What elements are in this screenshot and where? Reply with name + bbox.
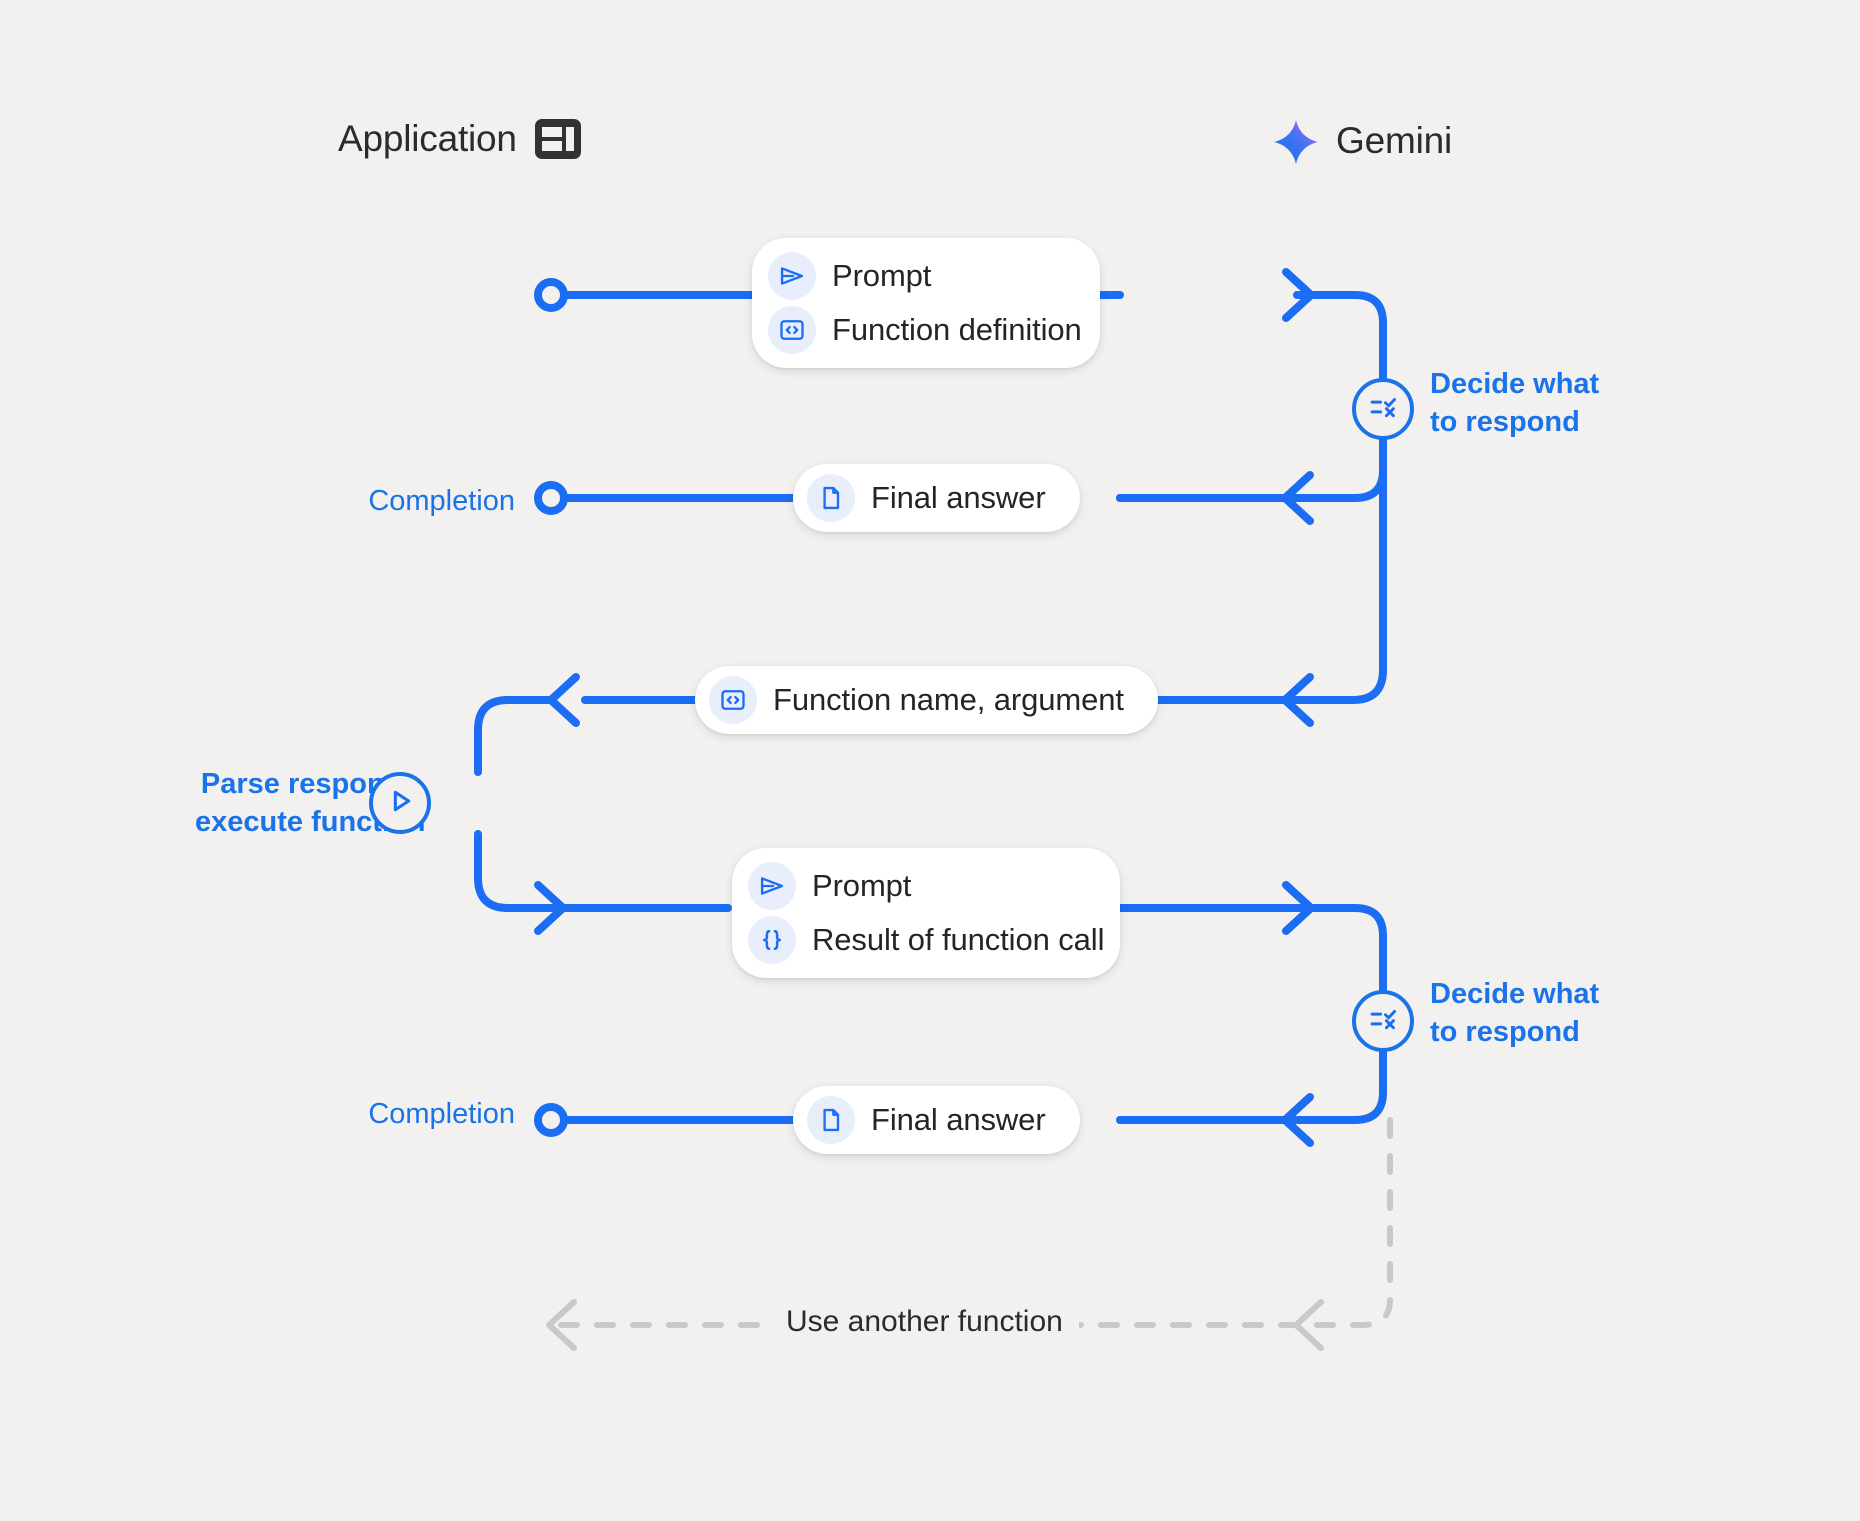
checklist-decide-icon	[1366, 390, 1400, 429]
label-decide-1-line1: Decide what	[1430, 368, 1600, 400]
label-decide-2: Decide what to respond	[1430, 975, 1599, 1052]
column-header-gemini: Gemini	[1272, 118, 1452, 164]
node-execute-function[interactable]	[369, 772, 431, 834]
card-row: Result of function call	[748, 916, 1104, 964]
wire-decide1-down	[1116, 436, 1387, 502]
message-card-prompt-result[interactable]: Prompt Result of function call	[732, 848, 1120, 978]
arrowhead-left-1	[1281, 471, 1314, 525]
card-row-label: Final answer	[871, 480, 1046, 515]
message-card-prompt-function-definition[interactable]: Prompt Function definition	[752, 238, 1100, 368]
arrowhead-right-1	[1282, 268, 1315, 322]
card-row: Prompt	[748, 862, 1086, 910]
label-decide-2-line1: Decide what	[1430, 978, 1600, 1010]
column-header-application: Application	[338, 118, 581, 160]
arrowhead-loop-left-gemini	[1293, 1299, 1324, 1351]
wire-prompt2-into-gemini	[1099, 904, 1387, 994]
label-completion-2: Completion	[368, 1098, 515, 1130]
wire-decide2-down	[1116, 1048, 1387, 1124]
label-decide-2-line2: to respond	[1430, 1016, 1580, 1049]
card-row-label: Function name, argument	[773, 682, 1124, 717]
message-card-final-answer-1[interactable]: Final answer	[793, 464, 1080, 532]
wire-exec-to-prompt	[474, 830, 555, 912]
card-row-label: Final answer	[871, 1102, 1046, 1137]
node-decide-what-to-respond-2[interactable]	[1352, 990, 1414, 1052]
loop-caption-use-another-function: Use another function	[770, 1305, 1079, 1339]
play-icon	[384, 785, 416, 822]
marker-completion-2	[534, 1103, 568, 1137]
marker-start-app	[534, 278, 568, 312]
card-row: Prompt	[768, 252, 1066, 300]
wire-funcname-into-exec	[474, 696, 555, 776]
send-icon	[748, 862, 796, 910]
arrowhead-left-2	[1281, 673, 1314, 727]
label-decide-1-line2: to respond	[1430, 406, 1580, 439]
code-brackets-icon	[768, 306, 816, 354]
curly-braces-icon	[748, 916, 796, 964]
node-decide-what-to-respond-1[interactable]	[1352, 378, 1414, 440]
arrowhead-right-2	[534, 881, 567, 935]
card-row: Function name, argument	[709, 676, 1124, 724]
arrowhead-left-3	[547, 673, 580, 727]
document-icon	[807, 1096, 855, 1144]
document-icon	[807, 474, 855, 522]
card-row-label: Prompt	[812, 868, 912, 903]
arrowhead-left-4	[1281, 1093, 1314, 1147]
message-card-final-answer-2[interactable]: Final answer	[793, 1086, 1080, 1154]
checklist-decide-icon	[1366, 1002, 1400, 1041]
label-decide-1: Decide what to respond	[1430, 365, 1599, 442]
card-row: Final answer	[807, 474, 1046, 522]
marker-completion-1	[534, 481, 568, 515]
wire-decide1-to-funcname	[1116, 436, 1387, 704]
application-layout-icon	[534, 119, 581, 159]
card-row-label: Function definition	[832, 312, 1082, 347]
arrowhead-right-3	[1282, 881, 1315, 935]
wire-prompt-to-gemini-b	[1293, 291, 1387, 382]
card-row-label: Prompt	[832, 258, 932, 293]
gemini-sparkle-icon	[1272, 118, 1318, 164]
column-title-application: Application	[338, 118, 517, 159]
card-row: Function definition	[768, 306, 1082, 354]
send-icon	[768, 252, 816, 300]
arrowhead-loop-left-app	[546, 1299, 577, 1351]
card-row: Final answer	[807, 1096, 1046, 1144]
card-row-label: Result of function call	[812, 922, 1105, 957]
code-brackets-icon	[709, 676, 757, 724]
label-completion-1: Completion	[368, 485, 515, 517]
column-title-gemini: Gemini	[1336, 120, 1452, 161]
message-card-function-name-argument[interactable]: Function name, argument	[695, 666, 1158, 734]
